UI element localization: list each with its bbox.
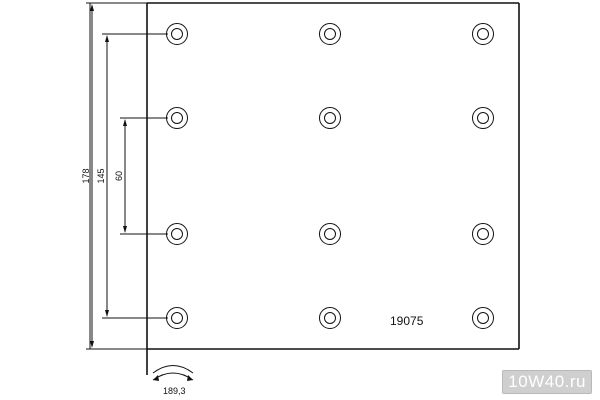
bolt-hole xyxy=(472,23,494,45)
bolt-hole-grid xyxy=(166,23,494,329)
bolt-hole xyxy=(319,307,341,329)
dimension-overall-height: 178 xyxy=(81,4,94,348)
bolt-hole xyxy=(319,107,341,129)
dimension-bolt-span-outer: 145 xyxy=(96,35,109,317)
dim-label-178: 178 xyxy=(81,168,91,183)
site-watermark: 10W40.ru xyxy=(502,370,592,394)
bolt-hole xyxy=(166,223,188,245)
bolt-hole xyxy=(319,23,341,45)
bolt-hole xyxy=(472,307,494,329)
bolt-hole xyxy=(472,107,494,129)
extension-lines xyxy=(86,2,168,350)
arc-length-label: 189,3 xyxy=(163,386,186,396)
bolt-hole xyxy=(472,223,494,245)
bolt-hole xyxy=(166,107,188,129)
bolt-hole xyxy=(166,307,188,329)
part-number: 19075 xyxy=(390,314,424,328)
bolt-hole xyxy=(319,223,341,245)
dimension-bolt-span-inner: 60 xyxy=(114,119,127,233)
arc-length-symbol: 189,3 xyxy=(152,365,194,396)
bolt-hole xyxy=(166,23,188,45)
lining-outline xyxy=(146,2,520,375)
dim-label-60: 60 xyxy=(114,171,124,181)
dim-label-145: 145 xyxy=(96,168,106,183)
